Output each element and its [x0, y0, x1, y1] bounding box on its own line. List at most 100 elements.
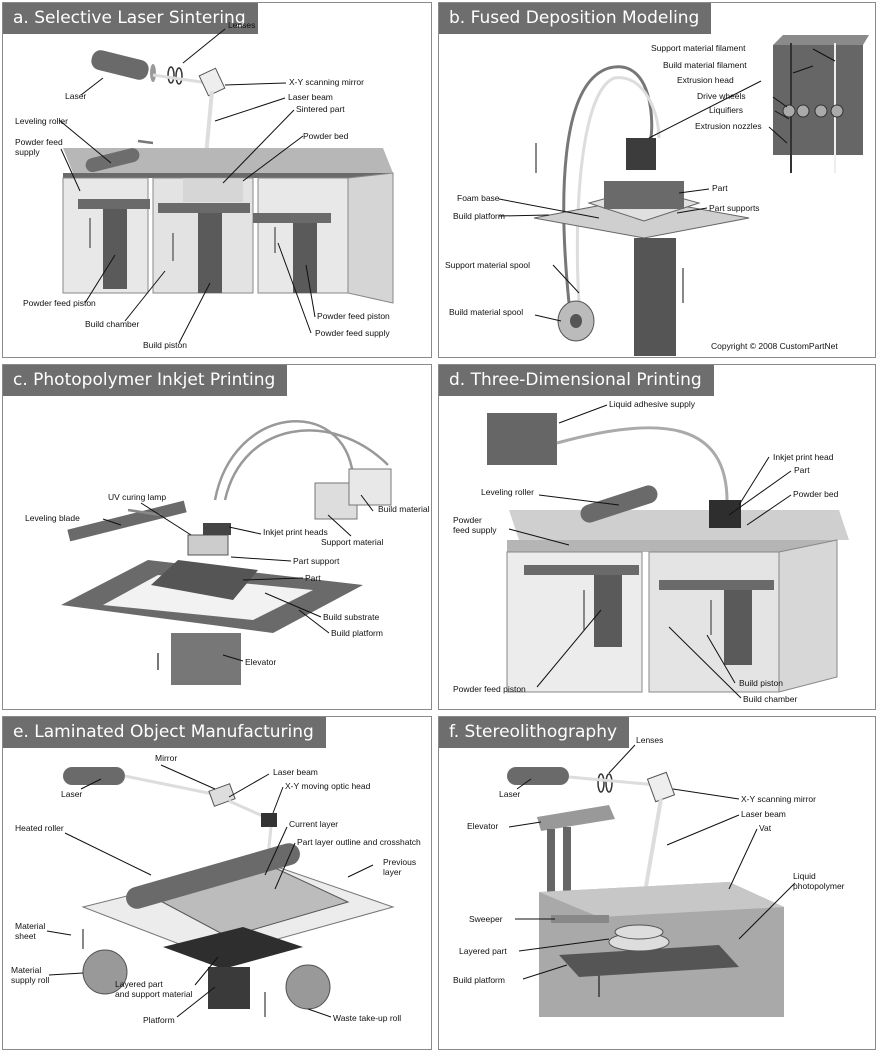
- label-powder-feed-piston-left: Powder feed piston: [23, 298, 96, 308]
- elevator-icon: [171, 633, 241, 685]
- elevator-icon: [537, 805, 615, 831]
- optic-head-icon: [261, 813, 277, 827]
- label-powder-feed-piston-right: Powder feed piston: [317, 311, 390, 321]
- label-support-filament: Support material filament: [651, 43, 746, 53]
- build-piston-icon: [198, 213, 222, 293]
- label-lenses: Lenses: [228, 20, 255, 30]
- panel-title-e: e. Laminated Object Manufacturing: [3, 717, 326, 748]
- label-part: Part: [712, 183, 728, 193]
- panel-laminated-object-manufacturing: e. Laminated Object Manufacturing Mirror…: [2, 716, 432, 1050]
- part-icon: [151, 560, 258, 600]
- leveling-blade-icon: [67, 500, 187, 542]
- label-build-platform: Build platform: [453, 211, 505, 221]
- feed-piston-icon: [594, 575, 622, 647]
- label-part-support: Part support: [293, 556, 340, 566]
- label-build-piston: Build piston: [739, 678, 783, 688]
- heated-roller-icon: [126, 843, 300, 909]
- label-sintered-part: Sintered part: [296, 104, 345, 114]
- label-vat: Vat: [759, 823, 772, 833]
- build-piston-icon: [724, 590, 752, 665]
- label-uv-lamp: UV curing lamp: [108, 492, 166, 502]
- label-extrusion-head: Extrusion head: [677, 75, 734, 85]
- fdm-diagram: Support material filament Build material…: [445, 35, 869, 356]
- label-laser-beam: Laser beam: [288, 92, 333, 102]
- label-laser: Laser: [65, 91, 86, 101]
- panel-title-f: f. Stereolithography: [439, 717, 630, 748]
- feed-piston-right-icon: [293, 223, 317, 293]
- lenses-icon: [167, 66, 183, 85]
- label-print-heads: Inkjet print heads: [263, 527, 328, 537]
- label-leveling-roller: Leveling roller: [481, 487, 534, 497]
- label-powder-feed-supply-right: Powder feed supply: [315, 328, 390, 338]
- panel-photopolymer-inkjet-printing: c. Photopolymer Inkjet Printing UV curin…: [2, 364, 432, 710]
- leveling-roller-icon: [580, 485, 658, 523]
- waste-roll-icon: [285, 964, 331, 1010]
- label-elevator: Elevator: [245, 657, 276, 667]
- label-heated-roller: Heated roller: [15, 823, 64, 833]
- panel-title-d: d. Three-Dimensional Printing: [439, 365, 714, 396]
- label-build-platform: Build platform: [331, 628, 383, 638]
- platform-icon: [208, 967, 250, 1009]
- column-icon: [634, 238, 676, 356]
- leveling-roller-icon: [85, 148, 140, 173]
- panel-fused-deposition-modeling: b. Fused Deposition Modeling: [438, 2, 876, 358]
- label-foam-base: Foam base: [457, 193, 500, 203]
- laser-icon: [63, 767, 125, 785]
- copyright-text: Copyright © 2008 CustomPartNet: [711, 341, 838, 351]
- label-scanning-mirror: X-Y scanning mirror: [741, 794, 816, 804]
- label-build-spool: Build material spool: [449, 307, 523, 317]
- extrusion-head-icon: [626, 138, 656, 170]
- panel-title-a: a. Selective Laser Sintering: [3, 3, 258, 34]
- sla-diagram: Lenses Laser X-Y scanning mirror Elevato…: [453, 735, 845, 1017]
- label-laser-beam: Laser beam: [273, 767, 318, 777]
- label-laser: Laser: [61, 789, 82, 799]
- label-build-piston: Build piston: [143, 340, 187, 350]
- label-layered-part: Layered part: [459, 946, 507, 956]
- label-part: Part: [794, 465, 810, 475]
- label-mirror: Mirror: [155, 753, 177, 763]
- scanning-mirror-icon: [646, 771, 676, 803]
- sintered-part-icon: [183, 178, 243, 202]
- label-part: Part: [305, 573, 321, 583]
- feed-piston-left-icon: [103, 209, 127, 289]
- part-icon: [604, 181, 684, 209]
- label-powder-bed: Powder bed: [793, 489, 839, 499]
- adhesive-supply-icon: [487, 413, 557, 465]
- lenses-icon: [597, 773, 605, 793]
- panel-title-c: c. Photopolymer Inkjet Printing: [3, 365, 288, 396]
- label-current-layer: Current layer: [289, 819, 338, 829]
- lom-diagram: Mirror Laser beam Laser X-Y moving optic…: [11, 753, 421, 1025]
- panel-stereolithography: f. Stereolithography Lenses Laser X-Y sc…: [438, 716, 876, 1050]
- label-outline-crosshatch: Part layer outline and crosshatch: [297, 837, 421, 847]
- uv-lamp-icon: [187, 534, 229, 556]
- print-heads-icon: [203, 523, 231, 535]
- sweeper-icon: [551, 915, 609, 923]
- label-extrusion-nozzles: Extrusion nozzles: [695, 121, 762, 131]
- label-laser-beam: Laser beam: [741, 809, 786, 819]
- label-build-chamber: Build chamber: [743, 694, 798, 704]
- label-sweeper: Sweeper: [469, 914, 503, 924]
- label-platform: Platform: [143, 1015, 175, 1025]
- label-support-material: Support material: [321, 537, 383, 547]
- label-part-supports: Part supports: [709, 203, 760, 213]
- build-material-icon: [348, 468, 392, 506]
- label-leveling-roller: Leveling roller: [15, 116, 68, 126]
- label-support-spool: Support material spool: [445, 260, 530, 270]
- label-lenses: Lenses: [636, 735, 663, 745]
- build-platform-icon: [559, 945, 739, 977]
- label-powder-bed: Powder bed: [303, 131, 349, 141]
- panel-title-b: b. Fused Deposition Modeling: [439, 3, 712, 34]
- label-liquifiers: Liquifiers: [709, 105, 743, 115]
- label-print-head: Inkjet print head: [773, 452, 834, 462]
- label-adhesive-supply: Liquid adhesive supply: [609, 399, 696, 409]
- print-head-icon: [709, 500, 741, 528]
- label-build-substrate: Build substrate: [323, 612, 379, 622]
- panel-selective-laser-sintering: a. Selective Laser Sintering: [2, 2, 432, 358]
